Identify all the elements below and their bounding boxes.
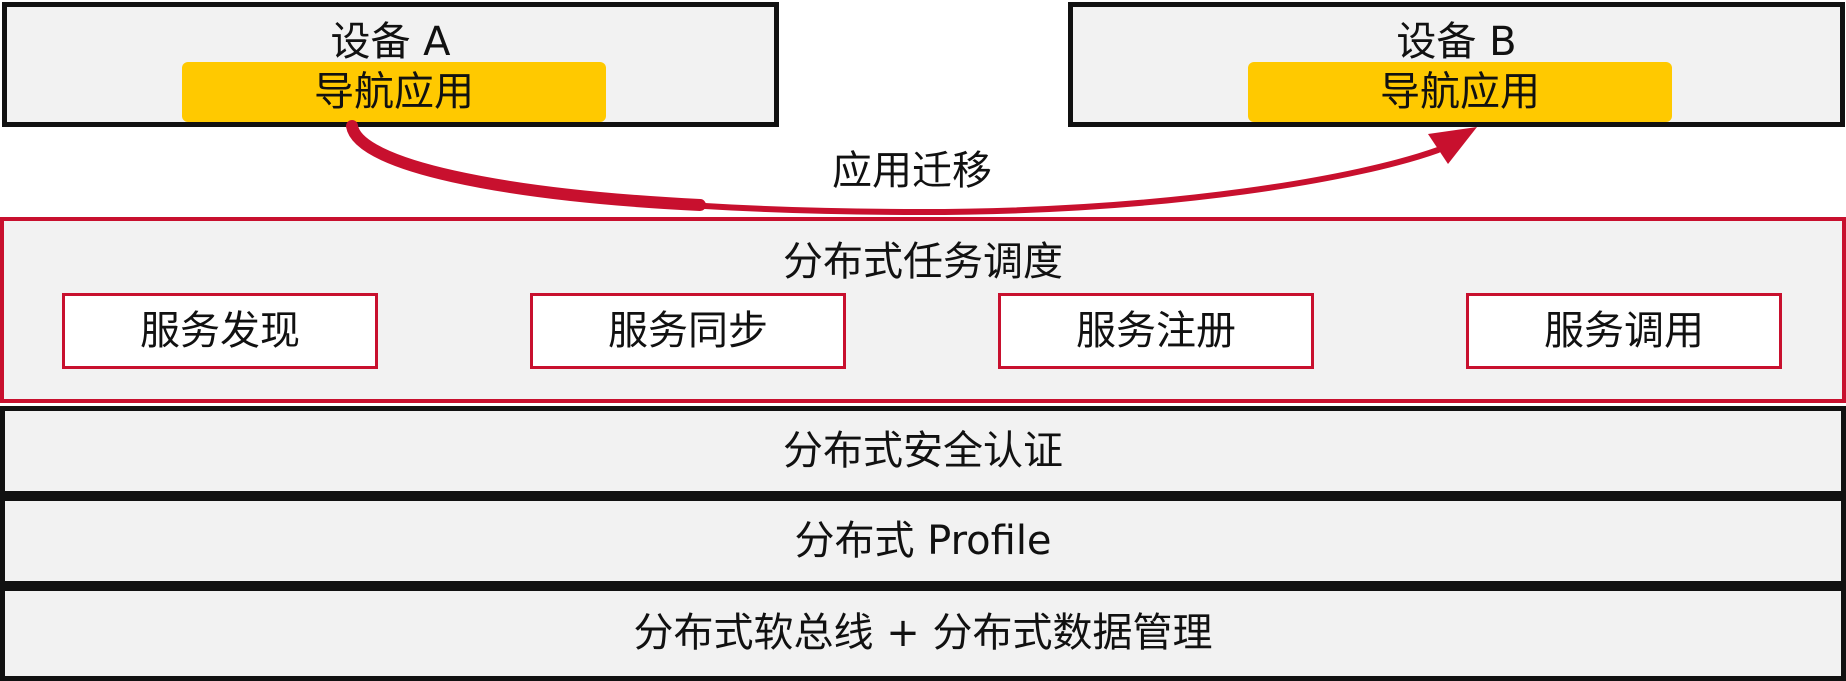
service-invocation-box: 服务调用 [1466, 293, 1782, 369]
security-layer-label: 分布式安全认证 [783, 428, 1063, 474]
task-scheduling-title: 分布式任务调度 [783, 239, 1063, 285]
migration-label: 应用迁移 [832, 148, 992, 194]
device-b-title: 设备 B [1396, 19, 1517, 65]
service-registration-box: 服务注册 [998, 293, 1314, 369]
service-discovery-box: 服务发现 [62, 293, 378, 369]
device-a-box: 设备 A 导航应用 [2, 2, 779, 127]
device-a-navigation-app: 导航应用 [182, 62, 606, 122]
device-a-title: 设备 A [330, 19, 451, 65]
device-b-navigation-app: 导航应用 [1248, 62, 1672, 122]
profile-layer-box: 分布式 Profile [0, 496, 1846, 586]
arrow-head-icon [1428, 127, 1477, 164]
service-sync-box: 服务同步 [530, 293, 846, 369]
bus-data-layer-box: 分布式软总线 + 分布式数据管理 [0, 586, 1846, 681]
device-b-box: 设备 B 导航应用 [1068, 2, 1845, 127]
bus-data-layer-label: 分布式软总线 + 分布式数据管理 [633, 610, 1213, 656]
security-layer-box: 分布式安全认证 [0, 406, 1846, 496]
profile-layer-label: 分布式 Profile [794, 518, 1052, 564]
